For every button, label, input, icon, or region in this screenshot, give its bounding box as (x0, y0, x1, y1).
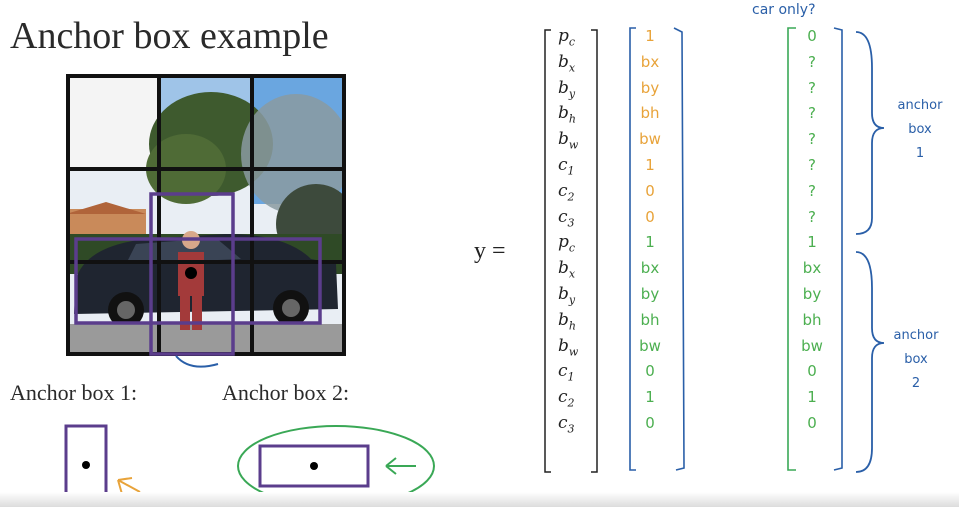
column-cell: bx (640, 52, 660, 71)
vector-label: bx (558, 51, 576, 75)
slide-title: Anchor box example (10, 15, 329, 57)
column-cell: ? (808, 207, 816, 226)
column-cell: 0 (645, 181, 655, 200)
column-cell: ? (808, 181, 816, 200)
anchor-box-2-note-line: box (904, 352, 928, 367)
column-cell: 1 (645, 388, 655, 407)
anchor-box-1-note-line: anchor (897, 98, 943, 113)
column-cell: 1 (645, 155, 655, 174)
anchor-box-2-note: anchor box 2 (886, 324, 946, 396)
column-cell: bh (640, 104, 660, 123)
vector-label: bw (558, 129, 579, 152)
vector-label: bh (558, 309, 576, 333)
column-cell: 0 (807, 27, 817, 45)
vector-label: c3 (558, 206, 575, 229)
vector-label: bw (558, 335, 579, 358)
column-cell: by (802, 284, 822, 303)
vector-label: c3 (558, 412, 575, 436)
anchor-box-2-note-line: 2 (911, 376, 921, 391)
anchor-box-1-note: anchor box 1 (890, 94, 950, 166)
column-cell: 1 (807, 388, 817, 407)
column-cell: ? (808, 130, 816, 149)
vector-label: pc (558, 26, 576, 49)
column-cell: bh (640, 310, 660, 329)
column1-bracket (629, 27, 685, 471)
bottom-strip (0, 492, 959, 507)
column-cell: 0 (645, 413, 655, 432)
anchor-box-1-note-line: box (908, 122, 932, 137)
column-cell: ? (808, 52, 816, 71)
vector-label: c1 (558, 154, 575, 178)
grid-photo (66, 74, 346, 356)
column-cell: bw (639, 130, 661, 149)
car-only-annotation: car only? (752, 2, 816, 18)
column-cell: by (640, 284, 660, 303)
vector-label: c1 (558, 361, 575, 384)
column-cell: 0 (807, 413, 817, 432)
vector-label: bx (558, 258, 576, 281)
column-cell: 1 (645, 233, 655, 252)
anchor-braces (855, 31, 885, 473)
anchor-box-1-note-line: 1 (915, 146, 925, 161)
y-equals: y = (474, 238, 506, 264)
vector-label: bh (558, 103, 576, 126)
column-cell: ? (808, 155, 816, 174)
column-cell: 0 (645, 207, 655, 226)
column-cell: bw (801, 336, 823, 355)
column-cell: 1 (807, 233, 817, 252)
vector-label: c2 (558, 387, 575, 410)
column-cell: 1 (645, 27, 655, 45)
vector-bracket (544, 29, 598, 473)
photo-scene (66, 74, 346, 356)
column-cell: ? (808, 78, 816, 97)
column-cell: bw (639, 336, 661, 355)
column2-bracket (787, 27, 843, 471)
vector-label: pc (558, 232, 576, 255)
blue-underline-mark (175, 355, 219, 368)
column-cell: bx (802, 259, 822, 278)
column-cell: ? (808, 104, 816, 123)
column-cell: bx (640, 259, 660, 278)
vector-label: c2 (558, 180, 575, 204)
anchor-box-2-label: Anchor box 2: (222, 380, 350, 405)
column1-values: 1 bx by bh bw 1 0 0 1 bx by bh bw 0 1 0 (630, 24, 670, 437)
anchor-box-1-label: Anchor box 1: (10, 380, 138, 405)
column-cell: bh (802, 310, 822, 329)
column-cell: by (640, 78, 660, 97)
column-cell: 0 (645, 362, 655, 381)
vector-label: by (558, 283, 576, 307)
column-cell: 0 (807, 362, 817, 381)
anchor-box-2-note-line: anchor (893, 328, 939, 343)
column2-values: 0??????? 1 bx by bh bw 0 1 0 (790, 24, 834, 437)
vector-label: by (558, 77, 576, 100)
